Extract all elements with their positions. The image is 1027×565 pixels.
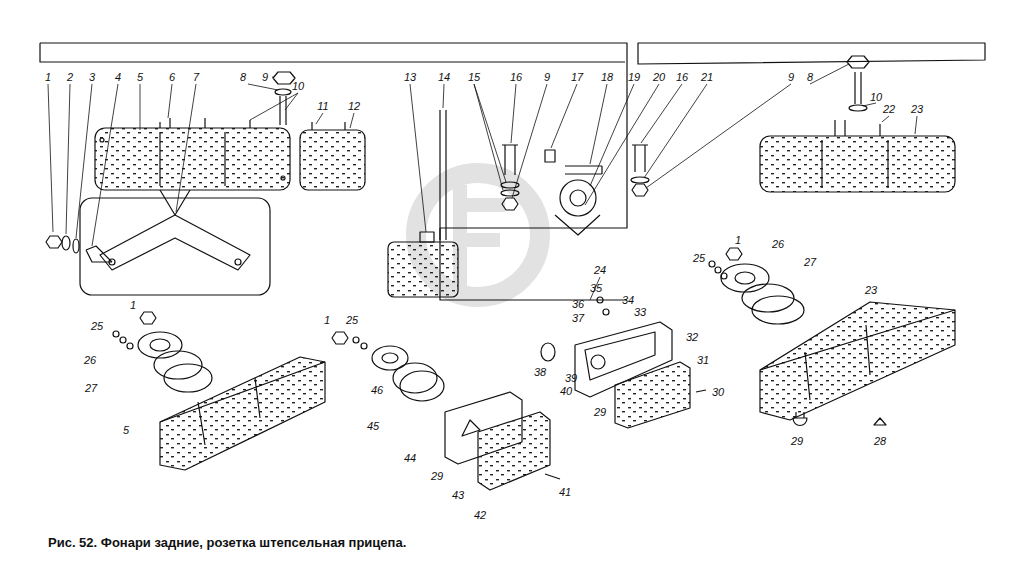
rear-lamp — [95, 118, 290, 190]
callout-number: 38 — [534, 366, 546, 378]
callout-number: 36 — [572, 298, 584, 310]
callout-number: 5 — [137, 71, 143, 83]
callout-number: 1 — [130, 299, 136, 311]
callout-number: 28 — [874, 435, 886, 447]
callout-number: 8 — [240, 71, 246, 83]
callout-number: 29 — [431, 470, 443, 482]
watermark-logo — [460, 185, 505, 290]
callout-number: 23 — [911, 103, 923, 115]
callout-number: 31 — [697, 354, 709, 366]
callout-number: 16 — [676, 71, 688, 83]
callout-number: 26 — [84, 354, 96, 366]
callout-number: 6 — [169, 71, 175, 83]
leader-lines — [48, 64, 917, 300]
callout-number: 5 — [123, 424, 129, 436]
callout-number: 41 — [559, 486, 571, 498]
callout-number: 33 — [634, 306, 646, 318]
callout-number: 1 — [735, 234, 741, 246]
callout-number: 9 — [262, 71, 268, 83]
callout-number: 35 — [590, 282, 602, 294]
callout-number: 21 — [701, 71, 713, 83]
callout-number: 24 — [594, 264, 606, 276]
callout-number: 12 — [348, 100, 360, 112]
side-lamp — [300, 122, 365, 190]
callout-number: 3 — [89, 71, 95, 83]
side-lamp-exploded — [332, 332, 560, 490]
callout-number: 27 — [85, 382, 97, 394]
callout-number: 22 — [883, 103, 895, 115]
callout-number: 30 — [712, 386, 724, 398]
trailer-socket — [501, 145, 649, 235]
callout-number: 19 — [628, 71, 640, 83]
callout-number: 4 — [115, 71, 121, 83]
callout-number: 18 — [601, 71, 613, 83]
callout-number: 14 — [438, 71, 450, 83]
callout-number: 13 — [404, 71, 416, 83]
callout-number: 1 — [324, 314, 330, 326]
callout-number: 25 — [693, 252, 705, 264]
rear-lamp-exploded — [709, 248, 955, 426]
fasteners — [46, 72, 295, 262]
callout-number: 17 — [571, 71, 583, 83]
callout-number: 7 — [193, 71, 199, 83]
callout-number: 10 — [292, 80, 304, 92]
callout-number: 46 — [371, 384, 383, 396]
callout-number: 45 — [367, 420, 379, 432]
trailer-socket-exploded — [541, 297, 706, 428]
callout-number: 1 — [45, 71, 51, 83]
callout-number: 37 — [572, 312, 584, 324]
callout-number: 11 — [317, 100, 328, 112]
rear-lamp — [760, 56, 955, 192]
callout-number: 34 — [622, 294, 634, 306]
callout-number: 29 — [791, 435, 803, 447]
callout-number: 8 — [807, 71, 813, 83]
callout-number: 20 — [653, 71, 665, 83]
figure-caption: Рис. 52. Фонари задние, розетка штепсель… — [48, 535, 406, 550]
callout-number: 27 — [804, 256, 816, 268]
callout-number: 39 — [565, 372, 577, 384]
callout-number: 23 — [865, 284, 877, 296]
callout-number: 9 — [544, 71, 550, 83]
callout-number: 9 — [788, 71, 794, 83]
license-bracket — [80, 190, 270, 295]
callout-number: 40 — [560, 385, 572, 397]
callout-number: 42 — [474, 509, 486, 521]
callout-number: 32 — [686, 331, 698, 343]
callout-number: 44 — [404, 452, 416, 464]
callout-number: 15 — [468, 71, 480, 83]
callout-number: 29 — [594, 406, 606, 418]
callout-number: 25 — [91, 320, 103, 332]
callout-number: 26 — [772, 238, 784, 250]
vehicle-frame — [40, 43, 985, 300]
callout-number: 25 — [346, 314, 358, 326]
callout-number: 43 — [452, 489, 464, 501]
callout-number: 2 — [67, 71, 73, 83]
callout-number: 16 — [510, 71, 522, 83]
rear-lamp-exploded — [113, 312, 325, 470]
callout-number: 10 — [870, 91, 882, 103]
